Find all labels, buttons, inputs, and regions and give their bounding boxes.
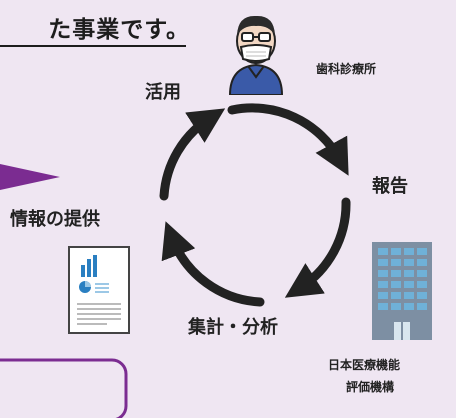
purple-arrow-wedge [0, 164, 60, 190]
section-heading: た事業です。 [48, 17, 190, 43]
label-dental-clinic: 歯科診療所 [316, 62, 377, 76]
heading-underline [0, 45, 186, 47]
label-provide-info: 情報の提供 [10, 209, 100, 230]
arrow-report-to-aggregate [284, 197, 351, 298]
arrow-aggregate-to-provide [161, 221, 265, 307]
label-aggregate-analysis: 集計・分析 [188, 317, 278, 338]
report-document-icon [68, 246, 130, 334]
building-icon [372, 242, 432, 340]
cycle-arrows [159, 103, 351, 307]
label-organization-line2: 評価機構 [346, 380, 395, 394]
label-report: 報告 [372, 176, 408, 197]
label-use: 活用 [145, 82, 181, 103]
arrow-provide-to-use [159, 108, 226, 201]
purple-outline-box [0, 358, 128, 418]
dentist-with-mask-icon [228, 15, 284, 95]
arrow-use-to-report [227, 103, 349, 176]
label-organization-line1: 日本医療機能 [328, 358, 401, 372]
